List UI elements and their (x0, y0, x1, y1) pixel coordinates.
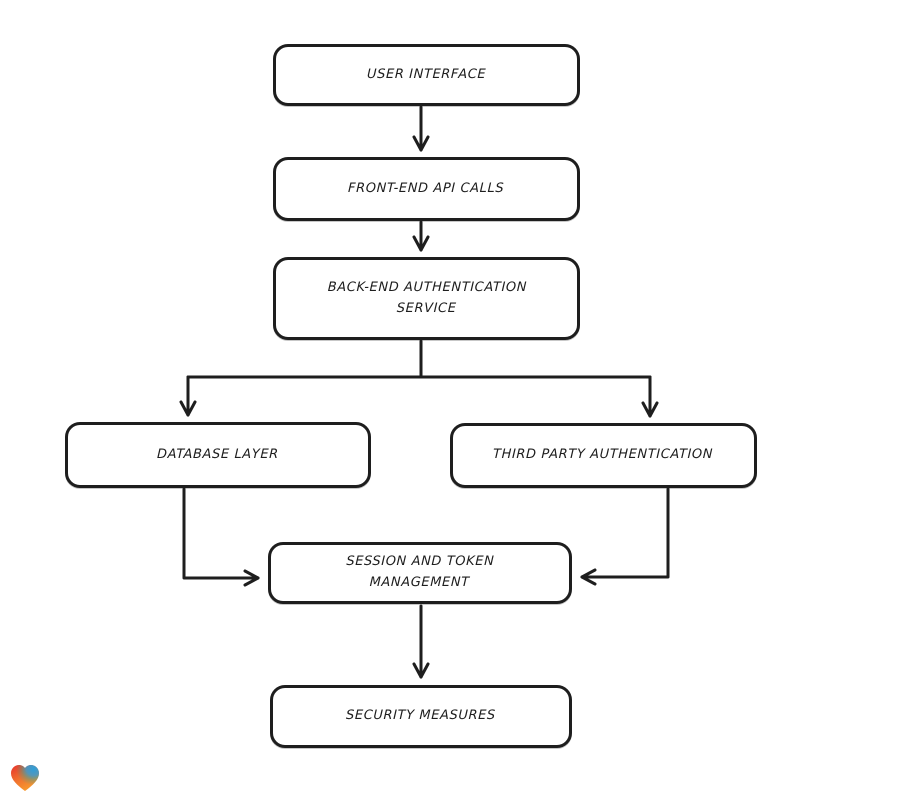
node-third-party-auth-label: THIRD PARTY AUTHENTICATION (493, 447, 714, 463)
node-backend-auth-service: BACK-END AUTHENTICATION SERVICE (273, 257, 580, 340)
node-session-token-management-label: SESSION AND TOKEN MANAGEMENT (346, 554, 495, 590)
node-frontend-api-calls-label: FRONT-END API CALLS (348, 180, 505, 196)
node-frontend-api-calls: FRONT-END API CALLS (273, 157, 580, 221)
edge-database-to-session (182, 487, 260, 587)
node-security-measures-label: SECURITY MEASURES (345, 708, 497, 724)
node-user-interface-label: USER INTERFACE (366, 66, 487, 82)
node-session-token-management: SESSION AND TOKEN MANAGEMENT (268, 542, 572, 604)
node-database-layer: DATABASE LAYER (65, 422, 371, 488)
node-backend-auth-service-label: BACK-END AUTHENTICATION SERVICE (326, 279, 527, 316)
node-third-party-auth: THIRD PARTY AUTHENTICATION (450, 423, 757, 488)
edge-thirdparty-to-session (580, 487, 670, 586)
node-user-interface: USER INTERFACE (273, 44, 580, 106)
node-security-measures: SECURITY MEASURES (270, 685, 572, 748)
node-database-layer-label: DATABASE LAYER (156, 446, 280, 462)
heart-logo-icon (11, 765, 39, 791)
